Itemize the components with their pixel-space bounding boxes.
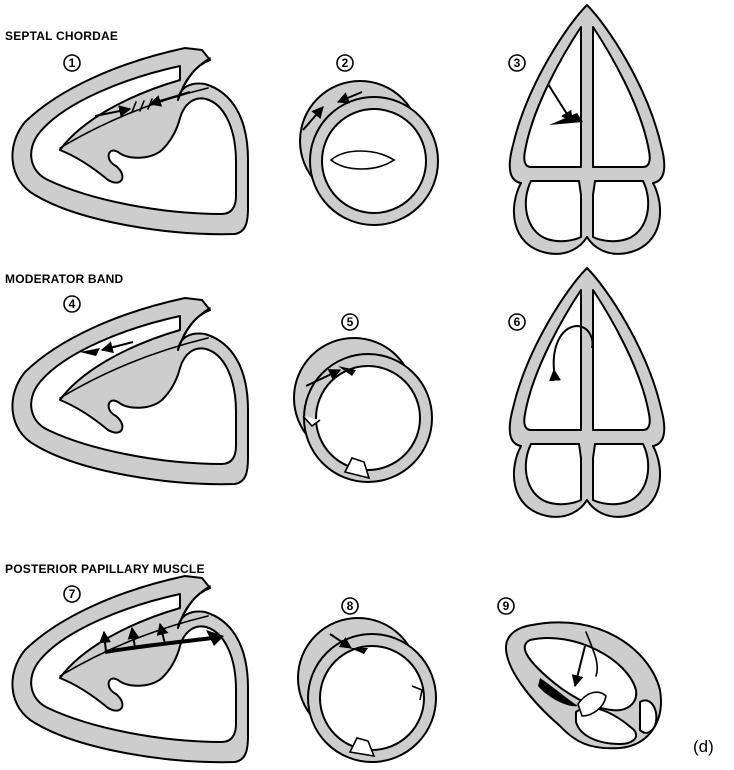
heart-short-axis-view-5 bbox=[294, 338, 432, 482]
svg-text:2: 2 bbox=[342, 56, 349, 70]
svg-text:8: 8 bbox=[347, 599, 354, 613]
heart-long-axis-view-7 bbox=[12, 576, 248, 762]
svg-text:6: 6 bbox=[514, 315, 521, 329]
number-badge-5: 5 bbox=[342, 314, 358, 330]
heart-long-axis-view-1 bbox=[12, 48, 248, 234]
heart-long-axis-view-4 bbox=[12, 298, 248, 484]
number-badge-6: 6 bbox=[509, 314, 525, 330]
heart-short-axis-view-2 bbox=[300, 81, 438, 225]
svg-text:1: 1 bbox=[69, 56, 76, 70]
svg-text:7: 7 bbox=[69, 587, 76, 601]
number-badge-2: 2 bbox=[337, 55, 353, 71]
number-badge-3: 3 bbox=[509, 55, 525, 71]
svg-text:5: 5 bbox=[347, 315, 354, 329]
svg-text:4: 4 bbox=[69, 297, 76, 311]
number-badge-4: 4 bbox=[64, 296, 80, 312]
number-badge-8: 8 bbox=[342, 598, 358, 614]
heart-four-chamber-view-3 bbox=[510, 5, 665, 254]
heart-short-axis-view-8 bbox=[298, 618, 436, 762]
section-heading-posterior-papillary-muscle: POSTERIOR PAPILLARY MUSCLE bbox=[5, 562, 205, 576]
section-heading-septal-chordae: SEPTAL CHORDAE bbox=[5, 29, 118, 43]
number-badge-7: 7 bbox=[64, 586, 80, 602]
svg-text:9: 9 bbox=[503, 599, 510, 613]
number-badge-1: 1 bbox=[64, 55, 80, 71]
section-heading-moderator-band: MODERATOR BAND bbox=[5, 272, 123, 286]
heart-four-chamber-view-6 bbox=[510, 268, 665, 517]
svg-text:3: 3 bbox=[514, 56, 521, 70]
number-badge-9: 9 bbox=[498, 598, 514, 614]
panel-label: (d) bbox=[693, 737, 714, 756]
heart-oblique-view-9 bbox=[506, 622, 661, 748]
